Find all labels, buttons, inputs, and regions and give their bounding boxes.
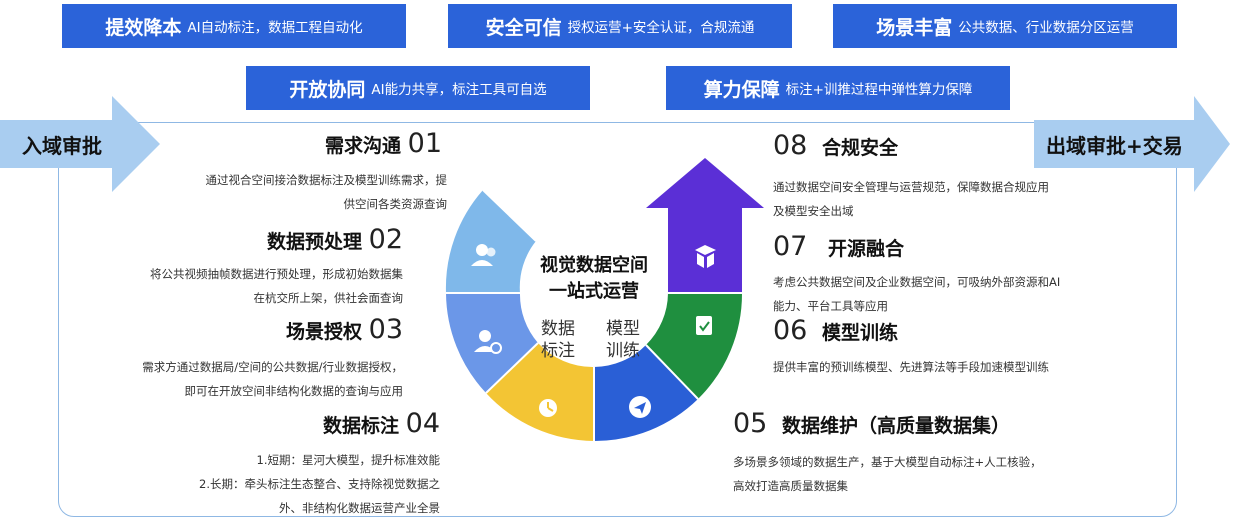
entry-arrow-shape <box>0 96 160 192</box>
step-07-heading: 07 开源融合 <box>773 231 904 262</box>
step-05-desc: 多场景多领域的数据生产，基于大模型自动标注+人工核验， 高效打造高质量数据集 <box>733 455 1042 493</box>
step-06-heading: 06 模型训练 <box>773 315 898 346</box>
tag-scenarios: 场景丰富 公共数据、行业数据分区运营 <box>833 4 1177 48</box>
tag-open-collab: 开放协同 AI能力共享，标注工具可自选 <box>246 66 590 110</box>
center-title: 视觉数据空间 一站式运营 <box>540 255 648 302</box>
center-sub-training: 模型 训练 <box>606 319 640 361</box>
step-08-desc: 通过数据空间安全管理与运营规范，保障数据合规应用 及模型安全出域 <box>773 180 1049 218</box>
exit-approval-label: 出域审批+交易 <box>1046 134 1183 158</box>
tag-compute: 算力保障 标注+训推过程中弹性算力保障 <box>666 66 1010 110</box>
center-sub-annotation: 数据 标注 <box>541 319 575 361</box>
tag-security: 安全可信 授权运营+安全认证，合规流通 <box>448 4 792 48</box>
step-03-heading: 场景授权 03 <box>286 314 403 345</box>
step-01-heading: 需求沟通 01 <box>325 128 442 159</box>
step-03-desc: 需求方通过数据局/空间的公共数据/行业数据授权， 即可在开放空间非结构化数据的查… <box>142 360 403 398</box>
exit-arrow-shape <box>1034 96 1230 192</box>
step-02-desc: 将公共视频抽帧数据进行预处理，形成初始数据集 在杭交所上架，供社会面查询 <box>150 267 403 305</box>
step-06-desc: 提供丰富的预训练模型、先进算法等手段加速模型训练 <box>773 360 1049 374</box>
step-08-heading: 08 合规安全 <box>773 130 898 161</box>
step-07-desc: 考虑公共数据空间及企业数据空间，可吸纳外部资源和AI 能力、平台工具等应用 <box>773 275 1061 313</box>
exit-approval-arrow: 出域审批+交易 <box>1034 96 1230 192</box>
tag-efficiency: 提效降本 AI自动标注，数据工程自动化 <box>62 4 406 48</box>
step-04-desc: 1.短期：星河大模型，提升标准效能 2.长期：牵头标注生态整合、支持除视觉数据之… <box>199 453 440 515</box>
entry-approval-label: 入域审批 <box>22 134 102 158</box>
entry-approval-arrow: 入域审批 <box>0 96 160 192</box>
step-02-heading: 数据预处理 02 <box>267 224 403 255</box>
process-frame <box>58 122 1177 517</box>
step-04-heading: 数据标注 04 <box>323 408 440 439</box>
step-01-desc: 通过视合空间接洽数据标注及模型训练需求，提 供空间各类资源查询 <box>205 173 448 211</box>
step-05-heading: 05 数据维护（高质量数据集） <box>733 408 1010 439</box>
